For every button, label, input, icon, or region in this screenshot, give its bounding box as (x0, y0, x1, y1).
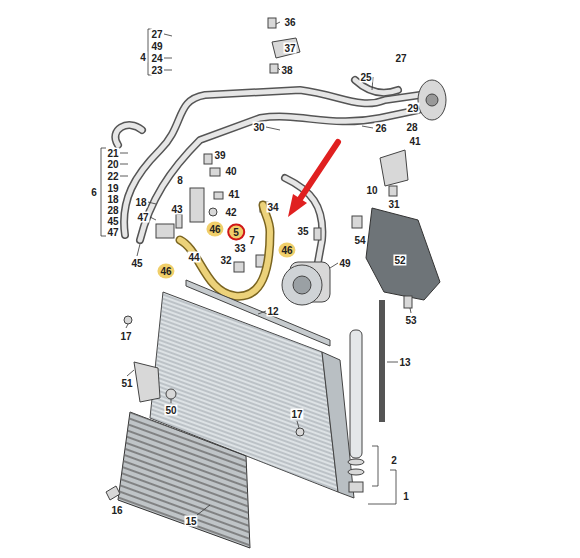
callout-number: 23 (150, 65, 163, 76)
callout-number: 49 (150, 41, 163, 52)
callout-number: 42 (224, 207, 237, 218)
callout-number: 22 (106, 171, 119, 182)
callout-number: 28 (405, 122, 418, 133)
callout-number: 51 (120, 378, 133, 389)
pipe-clamp (272, 38, 300, 58)
callout-number: 19 (106, 183, 119, 194)
callout-number: 46 (157, 264, 174, 279)
heat-shield (366, 208, 440, 300)
front-grille (118, 412, 250, 548)
rod (379, 300, 385, 422)
callout-number: 46 (206, 222, 223, 237)
callout-number: 27 (150, 29, 163, 40)
callout-number: 2 (390, 455, 398, 466)
callout-number: 27 (394, 53, 407, 64)
callout-number: 12 (266, 306, 279, 317)
callout-number: 16 (110, 505, 123, 516)
callout-number: 26 (374, 123, 387, 134)
callout-number: 20 (106, 159, 119, 170)
callout-number: 1 (402, 491, 410, 502)
callout-number: 40 (224, 166, 237, 177)
callout-number: 50 (164, 405, 177, 416)
callout-number: 47 (136, 212, 149, 223)
mount-bracket (134, 362, 160, 402)
callout-number: 39 (213, 150, 226, 161)
callout-number: 10 (365, 185, 378, 196)
compressor (282, 262, 330, 305)
callout-number: 47 (106, 227, 119, 238)
callout-number: 31 (387, 199, 400, 210)
callout-number: 25 (359, 72, 372, 83)
callout-number: 43 (170, 204, 183, 215)
bracket (190, 188, 204, 222)
callout-number: 21 (106, 148, 119, 159)
pipe-fitting (156, 224, 174, 238)
callout-number: 4 (139, 52, 147, 63)
callout-number: 41 (227, 189, 240, 200)
callout-number: 33 (233, 243, 246, 254)
callout-number: 8 (176, 175, 184, 186)
callout-number: 29 (406, 103, 419, 114)
callout-number: 17 (290, 409, 303, 420)
callout-number: 34 (266, 202, 279, 213)
callout-number: 35 (296, 226, 309, 237)
evaporator-flange (418, 80, 446, 120)
group-bracket (372, 446, 378, 486)
callout-number: 44 (187, 252, 200, 263)
callout-number: 54 (353, 235, 366, 246)
callout-number: 41 (408, 136, 421, 147)
callout-number: 38 (280, 65, 293, 76)
drier-cartridge (350, 330, 362, 458)
callout-number: 53 (404, 315, 417, 326)
callout-number: 37 (283, 43, 296, 54)
callout-number: 18 (134, 197, 147, 208)
leader-lines (120, 22, 411, 515)
callout-number: 24 (150, 53, 163, 64)
callout-number: 36 (283, 17, 296, 28)
suction-hose (180, 205, 270, 296)
indicator-arrow (288, 142, 338, 217)
bracket (380, 150, 408, 186)
callout-number: 18 (106, 194, 119, 205)
callout-number: 52 (393, 255, 406, 266)
callout-number: 5 (227, 224, 245, 241)
callout-number: 30 (252, 122, 265, 133)
callout-number: 46 (278, 243, 295, 258)
callout-number: 7 (248, 235, 256, 246)
group-bracket (101, 148, 106, 236)
callout-number: 49 (338, 258, 351, 269)
callout-number: 45 (130, 258, 143, 269)
callout-number: 13 (398, 357, 411, 368)
callout-number: 45 (106, 216, 119, 227)
callout-number: 6 (90, 187, 98, 198)
callout-number: 17 (119, 331, 132, 342)
callout-number: 28 (106, 205, 119, 216)
callout-number: 15 (184, 516, 197, 527)
callout-number: 32 (219, 255, 232, 266)
